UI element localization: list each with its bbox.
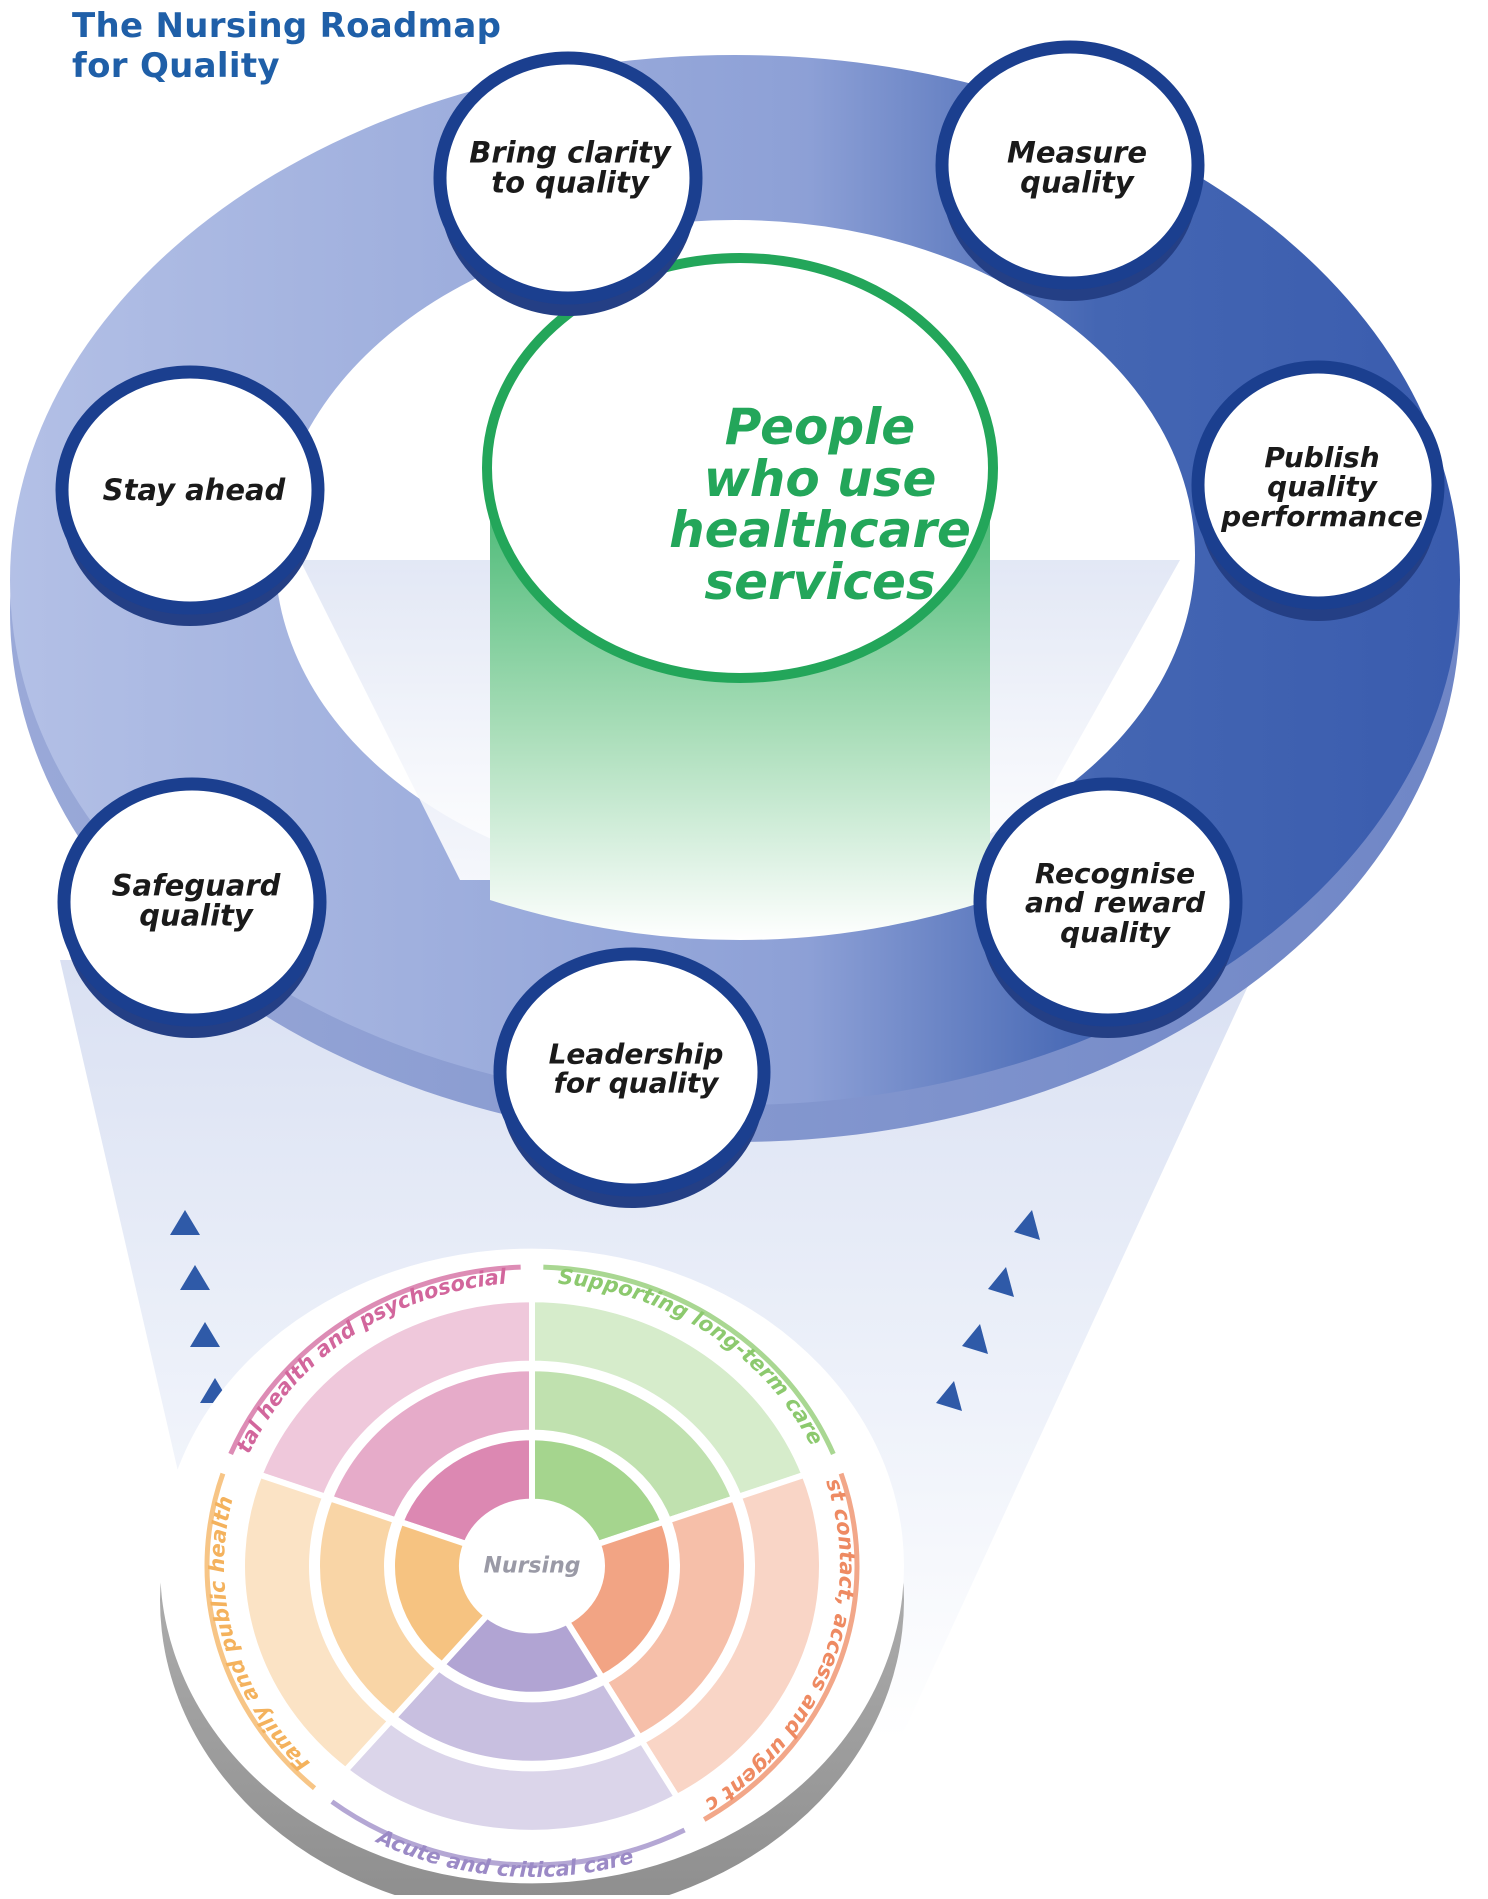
wheel-outline-acute bbox=[330, 1799, 686, 1868]
diagram-title-line-2: for Quality bbox=[72, 46, 280, 86]
quality-nodes bbox=[55, 40, 1445, 1208]
node-recognise-label: Recognise and reward quality bbox=[1024, 856, 1206, 949]
node-label-line: quality bbox=[1267, 470, 1377, 504]
wheel-segment-acute-ring-0 bbox=[437, 1611, 607, 1698]
node-label-line: quality bbox=[139, 899, 253, 933]
node-safeguard-label: Safeguard quality bbox=[111, 868, 281, 933]
node-label-line: to quality bbox=[491, 166, 649, 200]
wheel-outline-firstcontact bbox=[702, 1472, 860, 1822]
wheel-hub bbox=[466, 1505, 598, 1627]
wheel-segment-longterm-ring-0 bbox=[529, 1434, 668, 1548]
node-label-line: Recognise bbox=[1034, 856, 1196, 890]
core-label-line: services bbox=[704, 552, 936, 611]
wheel-hub-label: Nursing bbox=[483, 1553, 581, 1579]
node-label-line: Bring clarity bbox=[469, 135, 671, 170]
node-bring-clarity-circle bbox=[433, 51, 703, 305]
node-measure-label: Measure quality bbox=[1007, 135, 1147, 200]
node-safeguard-circle bbox=[57, 777, 327, 1027]
core-label-line: People bbox=[724, 398, 916, 456]
node-label-line: quality bbox=[1020, 166, 1134, 200]
core-top bbox=[482, 253, 998, 683]
node-publish-circle bbox=[1191, 360, 1445, 610]
wheel-segment-family-ring-1 bbox=[314, 1494, 444, 1722]
node-publish-label: Publish quality performance bbox=[1221, 440, 1423, 533]
node-measure-circle bbox=[935, 40, 1205, 290]
node-label-line: Measure bbox=[1007, 135, 1147, 170]
node-label-line: Safeguard bbox=[111, 868, 281, 903]
node-leadership-label: Leadership for quality bbox=[548, 1037, 724, 1100]
node-label-line: Publish bbox=[1264, 440, 1380, 474]
node-label-line: Stay ahead bbox=[102, 472, 286, 507]
node-label-line: for quality bbox=[553, 1067, 719, 1100]
node-label-line: Leadership bbox=[548, 1037, 724, 1071]
core-label-line: healthcare bbox=[669, 501, 971, 559]
core-label-line: who use bbox=[703, 449, 937, 508]
node-stay-ahead-label: Stay ahead bbox=[102, 472, 286, 507]
node-bring-clarity-label: Bring clarity to quality bbox=[469, 135, 671, 200]
wheel-outline-longterm bbox=[543, 1264, 836, 1455]
wheel-outline-mental bbox=[228, 1264, 521, 1455]
node-label-line: and reward bbox=[1024, 886, 1206, 920]
diagram-title-line-1: The Nursing Roadmap bbox=[72, 6, 502, 46]
node-recognise-circle bbox=[973, 777, 1243, 1027]
wheel-outline-family bbox=[204, 1472, 317, 1791]
arrows-right bbox=[936, 1210, 1040, 1411]
node-label-line: quality bbox=[1060, 915, 1170, 949]
node-stay-ahead-circle bbox=[55, 365, 325, 615]
node-leadership-circle bbox=[493, 947, 771, 1197]
wheel-segment-firstcontact-ring-0 bbox=[562, 1518, 675, 1682]
node-label-line: performance bbox=[1221, 499, 1423, 533]
wheel-segment-family-ring-0 bbox=[389, 1518, 492, 1669]
wheel-segment-family-ring-2 bbox=[239, 1471, 395, 1775]
wheel-segment-mental-ring-0 bbox=[396, 1434, 535, 1548]
core-label: People who use healthcare services bbox=[669, 398, 971, 611]
